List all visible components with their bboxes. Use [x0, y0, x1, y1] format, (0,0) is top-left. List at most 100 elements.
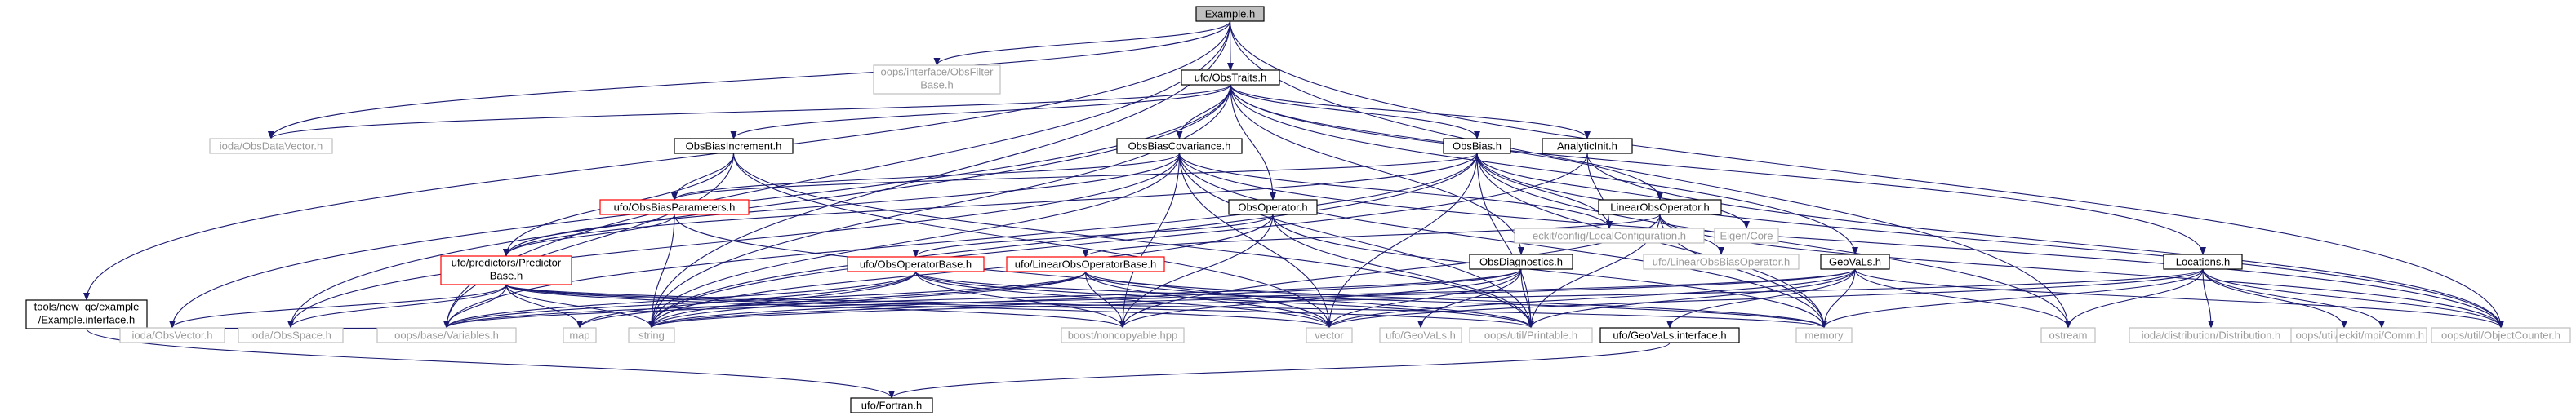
- node-box: [1195, 6, 1265, 22]
- node-obsopbase[interactable]: ufo/ObsOperatorBase.h: [847, 256, 985, 272]
- edge-obsbias-to-localconfig: [1476, 153, 1613, 229]
- node-locations[interactable]: Locations.h: [2163, 254, 2243, 270]
- node-obsbiasparams[interactable]: ufo/ObsBiasParameters.h: [599, 199, 750, 215]
- node-label: GeoVaLs.h: [1829, 255, 1881, 267]
- edge-obstraits-to-iodadatavector: [268, 84, 1231, 139]
- node-linobsopbase[interactable]: ufo/LinearObsOperatorBase.h: [1006, 256, 1165, 272]
- edge-obsbiascov-to-objcounter: [1178, 153, 2504, 329]
- node-iodadatavector: ioda/ObsDataVector.h: [209, 138, 333, 154]
- node-label: ObsBiasCovariance.h: [1128, 139, 1231, 152]
- node-geovals[interactable]: GeoVaLs.h: [1820, 254, 1890, 270]
- edge-linobsopbase-to-string: [648, 271, 1087, 329]
- node-box: [1469, 327, 1593, 343]
- edge-obsoperator-to-printable: [1272, 214, 1534, 329]
- node-label: oops/util/Printable.h: [1484, 329, 1577, 341]
- node-label: oops/base/Variables.h: [394, 329, 499, 341]
- edge-obstraits-to-iodaobsspace: [287, 84, 1231, 329]
- node-label: map: [569, 329, 589, 341]
- node-box: [1228, 199, 1318, 215]
- node-box: [1443, 138, 1511, 154]
- edge-linearobsop-to-objcounter: [1659, 214, 2504, 329]
- edge-analyticinit-to-localconfig: [1586, 153, 1613, 229]
- edge-obsoperator-to-memory: [1272, 214, 1827, 329]
- edge-locations-to-memory: [1821, 268, 2204, 329]
- node-obsbias[interactable]: ObsBias.h: [1443, 138, 1511, 154]
- node-box: [1795, 327, 1853, 343]
- edge-predictorbase-to-vector: [505, 284, 1332, 329]
- node-obsoperator[interactable]: ObsOperator.h: [1228, 199, 1318, 215]
- node-variables: oops/base/Variables.h: [376, 327, 517, 343]
- node-obsbiascov[interactable]: ObsBiasCovariance.h: [1116, 138, 1243, 154]
- node-label: vector: [1315, 329, 1344, 341]
- node-vector: vector: [1306, 327, 1353, 343]
- node-box: [209, 138, 333, 154]
- node-label: Base.h: [920, 78, 953, 91]
- node-fortran[interactable]: ufo/Fortran.h: [850, 397, 933, 413]
- edge-obsbiascov-to-noncopyable: [1119, 153, 1181, 329]
- edge-obsbiascov-to-iodaobsspace: [287, 153, 1181, 329]
- edge-obstraits-to-locations: [1230, 84, 2206, 255]
- node-geovalsiface[interactable]: ufo/GeoVaLs.interface.h: [1599, 327, 1740, 343]
- edge-obstraits-to-string: [648, 84, 1231, 329]
- node-box: [1006, 256, 1165, 272]
- node-box: [1514, 228, 1705, 244]
- node-label: ioda/ObsVector.h: [131, 329, 212, 341]
- node-label: oops/util/ObjectCounter.h: [2441, 329, 2560, 341]
- node-newqc[interactable]: tools/new_qc/example/Example.interface.h: [25, 299, 148, 329]
- node-box: [1116, 138, 1243, 154]
- node-label: ioda/distribution/Distribution.h: [2142, 329, 2281, 341]
- node-objcounter: oops/util/ObjectCounter.h: [2431, 327, 2571, 343]
- node-example: Example.h: [1195, 6, 1265, 22]
- edge-example-to-newqc: [83, 20, 1231, 301]
- edge-obsbias-to-predictorbase: [503, 153, 1478, 257]
- edge-geovals-to-ostream: [1854, 268, 2071, 329]
- edge-obsbiascov-to-printable: [1178, 153, 1534, 329]
- node-box: [2163, 254, 2243, 270]
- node-box: [440, 255, 572, 285]
- edge-obsbias-to-objcounter: [1476, 153, 2504, 329]
- edge-obsbias-to-printable: [1476, 153, 1534, 329]
- node-label: oops/interface/ObsFilter: [880, 65, 994, 77]
- edge-geovals-to-objcounter: [1854, 268, 2504, 329]
- node-label: ufo/predictors/Predictor: [452, 256, 562, 268]
- node-label: /Example.interface.h: [38, 313, 136, 325]
- node-map: map: [563, 327, 597, 343]
- node-box: [873, 64, 1001, 95]
- node-obsbiasincrement[interactable]: ObsBiasIncrement.h: [674, 138, 794, 154]
- edge-obsopbase-to-map: [576, 271, 917, 329]
- node-label: Example.h: [1205, 7, 1255, 20]
- node-box: [1643, 254, 1800, 270]
- edge-obsopbase-to-noncopyable: [914, 271, 1126, 329]
- edge-obsbiascov-to-localconfig: [1178, 153, 1613, 229]
- edge-obsdiag-to-variables: [443, 268, 1522, 329]
- edge-example-to-objcounter: [1229, 20, 2504, 329]
- node-box: [563, 327, 597, 343]
- node-label: LinearObsOperator.h: [1610, 201, 1709, 213]
- node-string: string: [628, 327, 675, 343]
- edge-example-to-iodadatavector: [268, 20, 1231, 139]
- node-label: ufo/LinearObsOperatorBase.h: [1015, 258, 1156, 270]
- node-analyticinit[interactable]: AnalyticInit.h: [1542, 138, 1633, 154]
- node-linearobsop[interactable]: LinearObsOperator.h: [1598, 199, 1722, 215]
- node-box: [847, 256, 985, 272]
- node-box: [2336, 327, 2427, 343]
- node-label: ufo/GeoVaLs.h: [1386, 329, 1456, 341]
- node-label: Eigen/Core: [1720, 229, 1773, 241]
- edge-obsbias-to-obsbiasparams: [671, 153, 1478, 201]
- edge-obstraits-to-obsoperator: [1230, 84, 1276, 201]
- node-obstraits[interactable]: ufo/ObsTraits.h: [1181, 69, 1280, 86]
- edge-linobsopbase-to-map: [576, 271, 1087, 329]
- node-ufolinbias: ufo/LinearObsBiasOperator.h: [1643, 254, 1800, 270]
- node-box: [1714, 228, 1779, 244]
- edge-analyticinit-to-objcounter: [1586, 153, 2504, 329]
- node-obsdiag[interactable]: ObsDiagnostics.h: [1469, 254, 1573, 270]
- edge-obsopbase-to-vector: [914, 271, 1332, 329]
- edge-obsbiascov-to-string: [648, 153, 1181, 329]
- edge-obsdiag-to-printable: [1520, 268, 1534, 329]
- node-localconfig: eckit/config/LocalConfiguration.h: [1514, 228, 1705, 244]
- edge-obsbiasparams-to-predictorbase: [503, 214, 675, 257]
- node-label: ObsBiasIncrement.h: [686, 139, 782, 152]
- node-box: [2040, 327, 2096, 343]
